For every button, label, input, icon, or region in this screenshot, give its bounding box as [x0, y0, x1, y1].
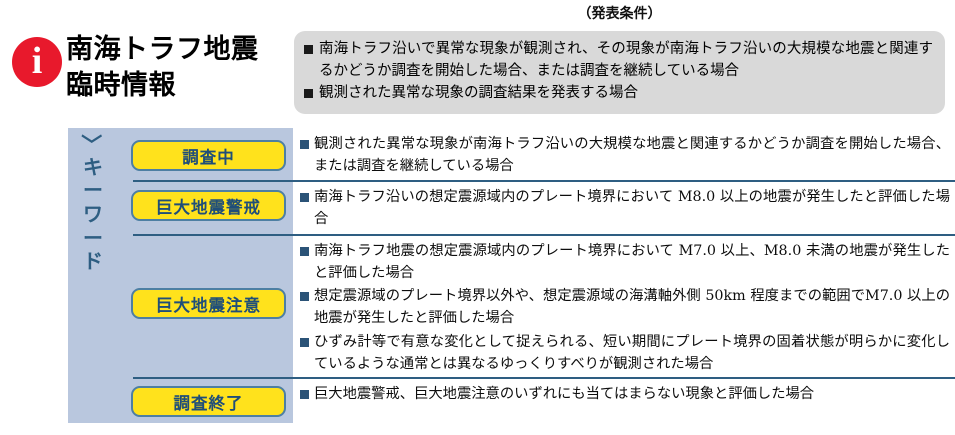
- keyword-button-investigating[interactable]: 調査中: [131, 140, 286, 171]
- square-bullet-icon: [300, 390, 309, 399]
- keyword-char: ー: [83, 178, 103, 203]
- keyword-matrix: 〈 キ ー ワ ー ド 調査中 巨大地震警戒 巨大地震注意 調査終了 観測された…: [0, 128, 955, 430]
- condition-item-text: 観測された異常な現象の調査結果を発表する場合: [319, 85, 638, 102]
- row-divider: [133, 234, 955, 236]
- bullet-text: 巨大地震警戒、巨大地震注意のいずれにも当てはまらない現象と評価した場合: [314, 386, 815, 402]
- square-bullet-icon: [300, 337, 309, 347]
- keyword-char: キ: [83, 154, 103, 179]
- info-icon: i: [12, 37, 62, 87]
- bullet-line: 南海トラフ沿いの想定震源域内のプレート境界において M8.0 以上の地震が発生し…: [300, 186, 950, 230]
- keyword-panel: [68, 128, 293, 423]
- bullet-line: ひずみ計等で有意な変化として捉えられる、短い期間にプレート境界の固着状態が明らか…: [300, 331, 950, 375]
- keyword-char: ー: [83, 225, 103, 250]
- bullet-line: 巨大地震警戒、巨大地震注意のいずれにも当てはまらない現象と評価した場合: [300, 383, 950, 405]
- condition-box: 南海トラフ沿いで異常な現象が観測され、その現象が南海トラフ沿いの大規模な地震と関…: [294, 31, 945, 114]
- square-bullet-icon: [304, 45, 313, 54]
- row-divider: [133, 377, 955, 379]
- square-bullet-icon: [304, 89, 313, 99]
- condition-item: 観測された異常な現象の調査結果を発表する場合: [304, 82, 933, 104]
- keyword-char: ド: [83, 249, 103, 274]
- keyword-button-investigation-ended[interactable]: 調査終了: [131, 386, 286, 417]
- square-bullet-icon: [300, 247, 309, 256]
- bullet-text: 南海トラフ沿いの想定震源域内のプレート境界において M8.0 以上の地震が発生し…: [314, 189, 950, 228]
- square-bullet-icon: [300, 292, 309, 302]
- bullet-line: 想定震源域のプレート境界以外や、想定震源域の海溝軸外側 50km 程度までの範囲…: [300, 285, 950, 329]
- bullet-text: 南海トラフ地震の想定震源域内のプレート境界において M7.0 以上、M8.0 未…: [314, 243, 950, 282]
- row-divider: [133, 180, 955, 182]
- page-title: 南海トラフ地震 臨時情報: [66, 34, 259, 101]
- row-content-megaquake-caution: 南海トラフ地震の想定震源域内のプレート境界において M7.0 以上、M8.0 未…: [300, 240, 950, 375]
- condition-caption: （発表条件）: [577, 6, 662, 22]
- bullet-text: ひずみ計等で有意な変化として捉えられる、短い期間にプレート境界の固着状態が明らか…: [314, 333, 950, 372]
- keyword-mark-icon: 〈: [80, 133, 105, 155]
- header-row: i 南海トラフ地震 臨時情報 （発表条件） 南海トラフ沿いで異常な現象が観測され…: [0, 0, 955, 128]
- square-bullet-icon: [300, 193, 309, 202]
- row-content-megaquake-alert: 南海トラフ沿いの想定震源域内のプレート境界において M8.0 以上の地震が発生し…: [300, 186, 950, 230]
- keyword-button-megaquake-alert[interactable]: 巨大地震警戒: [131, 190, 286, 221]
- info-icon-glyph: i: [31, 40, 43, 82]
- condition-item-text: 南海トラフ沿いで異常な現象が観測され、その現象が南海トラフ沿いの大規模な地震と関…: [319, 41, 933, 80]
- row-content-investigation-ended: 巨大地震警戒、巨大地震注意のいずれにも当てはまらない現象と評価した場合: [300, 383, 950, 405]
- bullet-line: 観測された異常な現象が南海トラフ沿いの大規模な地震と関連するかどうか調査を開始し…: [300, 133, 950, 177]
- bullet-text: 観測された異常な現象が南海トラフ沿いの大規模な地震と関連するかどうか調査を開始し…: [314, 136, 950, 175]
- condition-item: 南海トラフ沿いで異常な現象が観測され、その現象が南海トラフ沿いの大規模な地震と関…: [304, 38, 933, 82]
- bullet-text: 想定震源域のプレート境界以外や、想定震源域の海溝軸外側 50km 程度までの範囲…: [314, 288, 950, 327]
- keyword-button-megaquake-caution[interactable]: 巨大地震注意: [131, 288, 286, 319]
- row-content-investigating: 観測された異常な現象が南海トラフ沿いの大規模な地震と関連するかどうか調査を開始し…: [300, 133, 950, 177]
- keyword-char: ワ: [83, 201, 103, 226]
- bullet-line: 南海トラフ地震の想定震源域内のプレート境界において M7.0 以上、M8.0 未…: [300, 240, 950, 284]
- bottom-rule: [0, 430, 955, 431]
- keyword-vertical-label: 〈 キ ー ワ ー ド: [76, 132, 110, 274]
- square-bullet-icon: [300, 140, 309, 149]
